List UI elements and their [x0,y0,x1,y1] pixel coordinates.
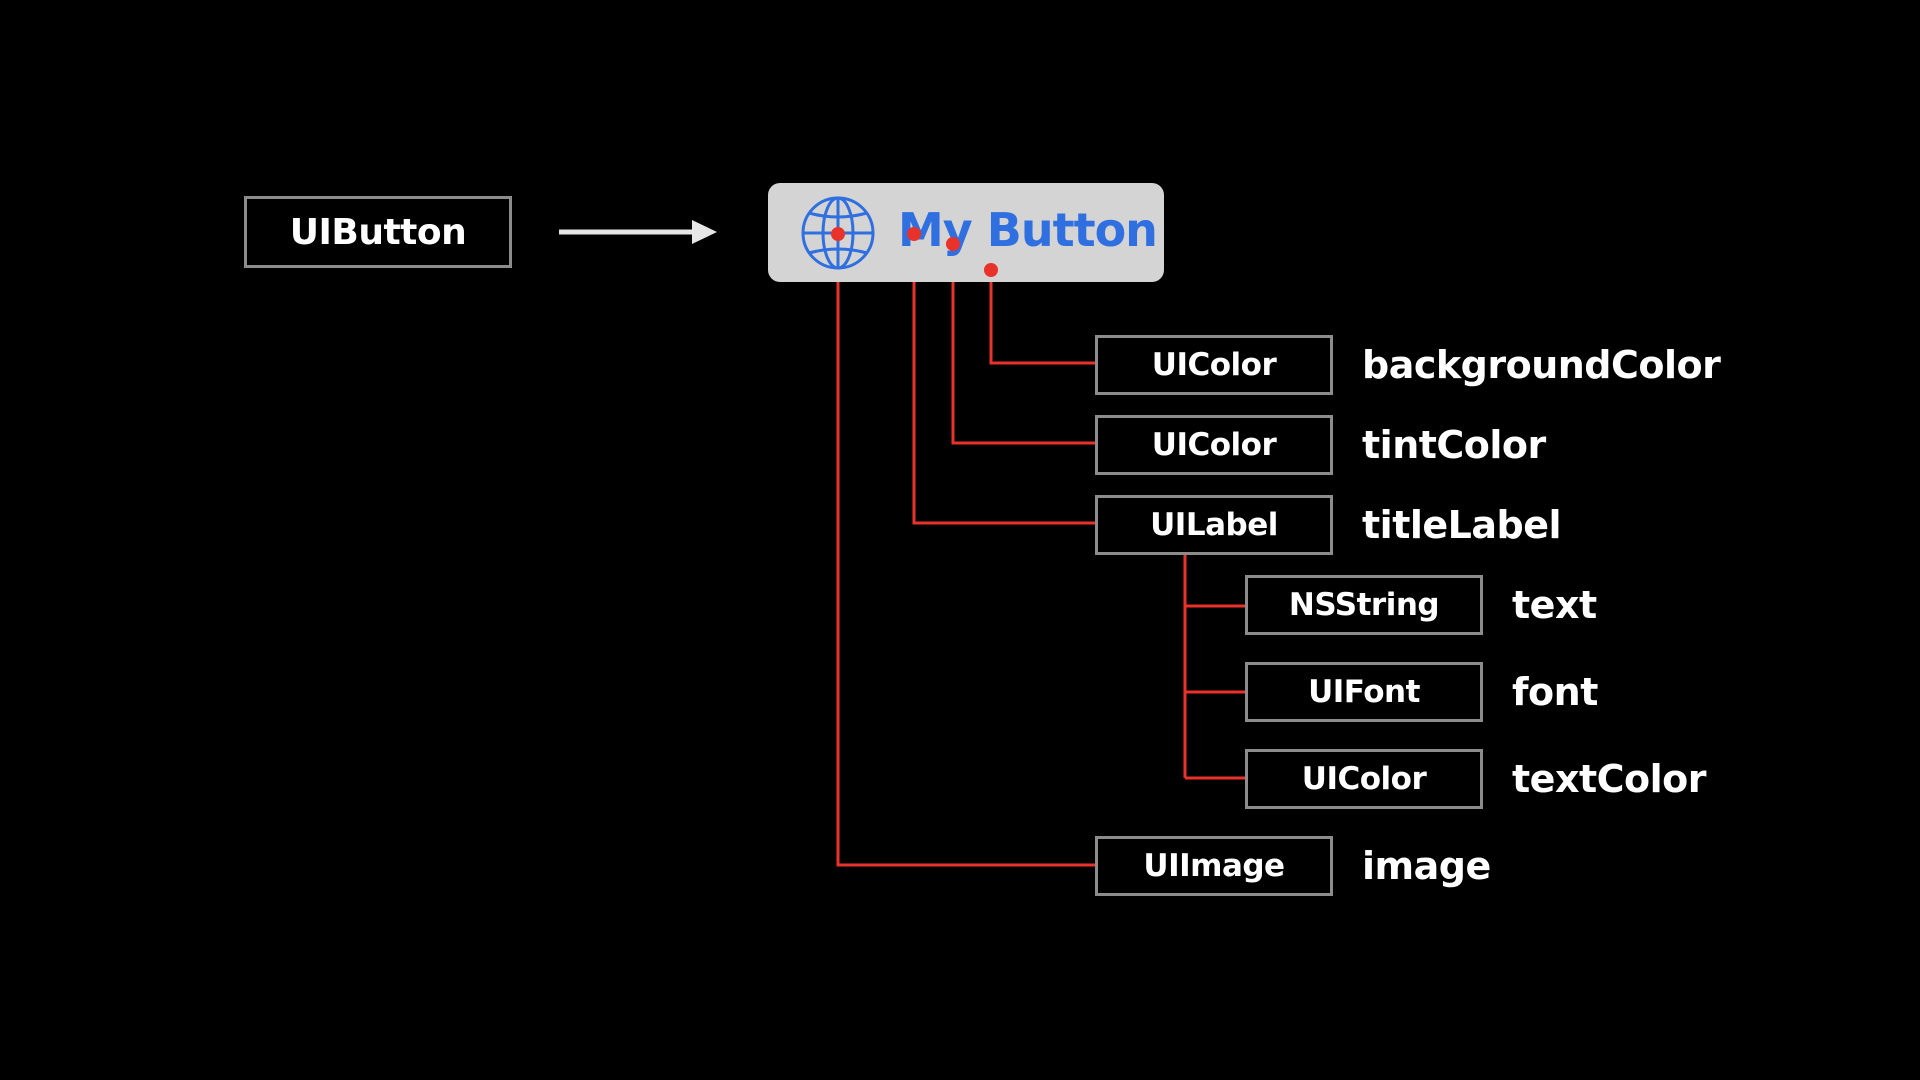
property-name-text: text [1512,583,1597,627]
type-label: UILabel [1150,507,1278,543]
type-label: UIFont [1308,674,1420,710]
type-label: NSString [1288,587,1440,623]
type-box-nsstring: NSString [1245,575,1483,635]
uibutton-label: UIButton [289,211,467,253]
property-name-tintcolor: tintColor [1362,423,1546,467]
connector-backgroundcolor [989,270,1095,365]
type-box-uilabel: UILabel [1095,495,1333,555]
type-box-uifont: UIFont [1245,662,1483,722]
uibutton-box: UIButton [244,196,512,268]
property-name-backgroundcolor: backgroundColor [1362,343,1721,387]
button-title: My Button [898,203,1158,257]
type-label: UIColor [1151,347,1277,383]
type-box-uicolor-background: UIColor [1095,335,1333,395]
property-name-image: image [1362,844,1491,888]
type-label: UIImage [1143,848,1285,884]
property-name-textcolor: textColor [1512,757,1706,801]
property-name-font: font [1512,670,1598,714]
type-label: UIColor [1301,761,1427,797]
type-box-uicolor-text: UIColor [1245,749,1483,809]
connector-image [836,234,1095,867]
globe-icon [801,196,875,270]
type-box-uiimage: UIImage [1095,836,1333,896]
property-name-titlelabel: titleLabel [1362,503,1562,547]
type-label: UIColor [1151,427,1277,463]
type-box-uicolor-tint: UIColor [1095,415,1333,475]
